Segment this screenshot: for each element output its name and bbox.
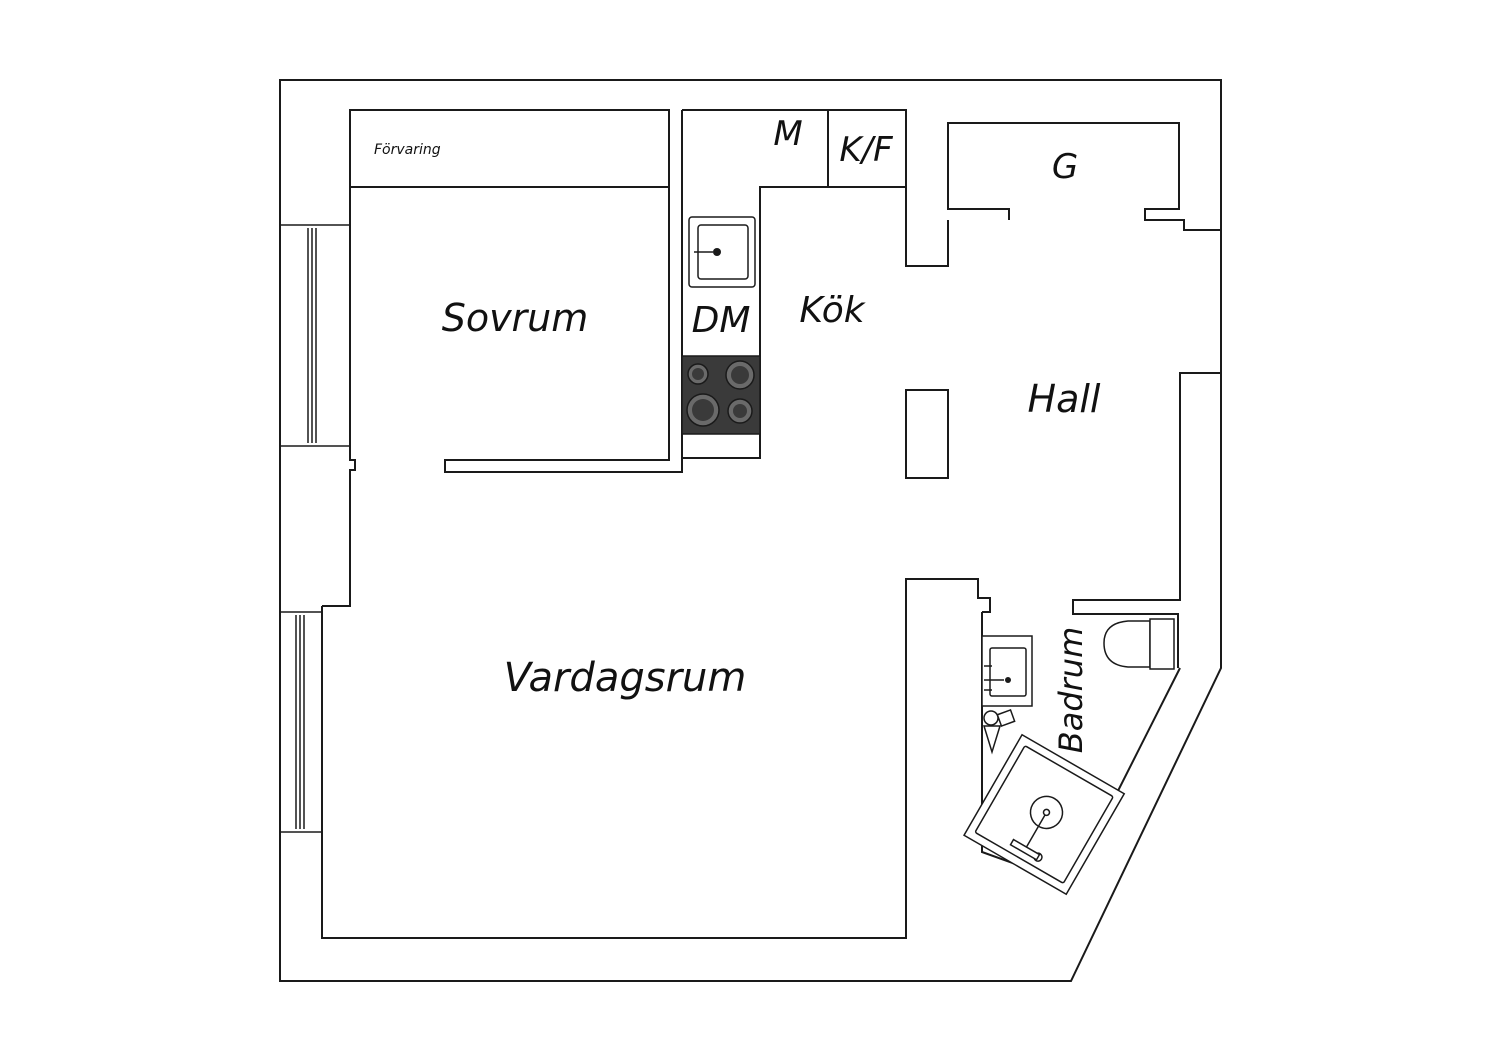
- label-wardrobe: G: [1052, 147, 1078, 187]
- hall-partition: [905, 389, 949, 479]
- valve-fixture: [982, 709, 1016, 755]
- bedroom-wall: [444, 110, 683, 473]
- window-lower: [279, 611, 323, 833]
- kitchen-hall-wall: [905, 110, 949, 267]
- bedroom: [349, 109, 683, 473]
- bathroom-wall: [1072, 372, 1221, 668]
- label-dishwasher: DM: [692, 300, 751, 341]
- label-kitchen: Kök: [799, 290, 866, 331]
- storage-closet: [349, 109, 670, 188]
- shower: [963, 733, 1126, 896]
- kitchen-sink: [688, 216, 756, 288]
- wardrobe: [947, 122, 1221, 231]
- bathroom-sink: [981, 635, 1033, 707]
- inner-wall-living: [321, 578, 991, 939]
- label-hall: Hall: [1028, 377, 1101, 421]
- label-storage: Förvaring: [374, 142, 441, 158]
- kitchen-counter: [682, 109, 907, 459]
- label-microwave: M: [773, 114, 802, 154]
- toilet: [1103, 618, 1175, 670]
- label-living-room: Vardagsrum: [504, 655, 747, 701]
- stove: [681, 355, 761, 435]
- label-bathroom: Badrum: [1052, 627, 1090, 753]
- label-fridge-freezer: K/F: [839, 130, 893, 170]
- window-upper: [279, 224, 351, 447]
- label-bedroom: Sovrum: [442, 296, 589, 340]
- kitchen: [681, 109, 949, 459]
- inner-wall-left: [322, 225, 356, 607]
